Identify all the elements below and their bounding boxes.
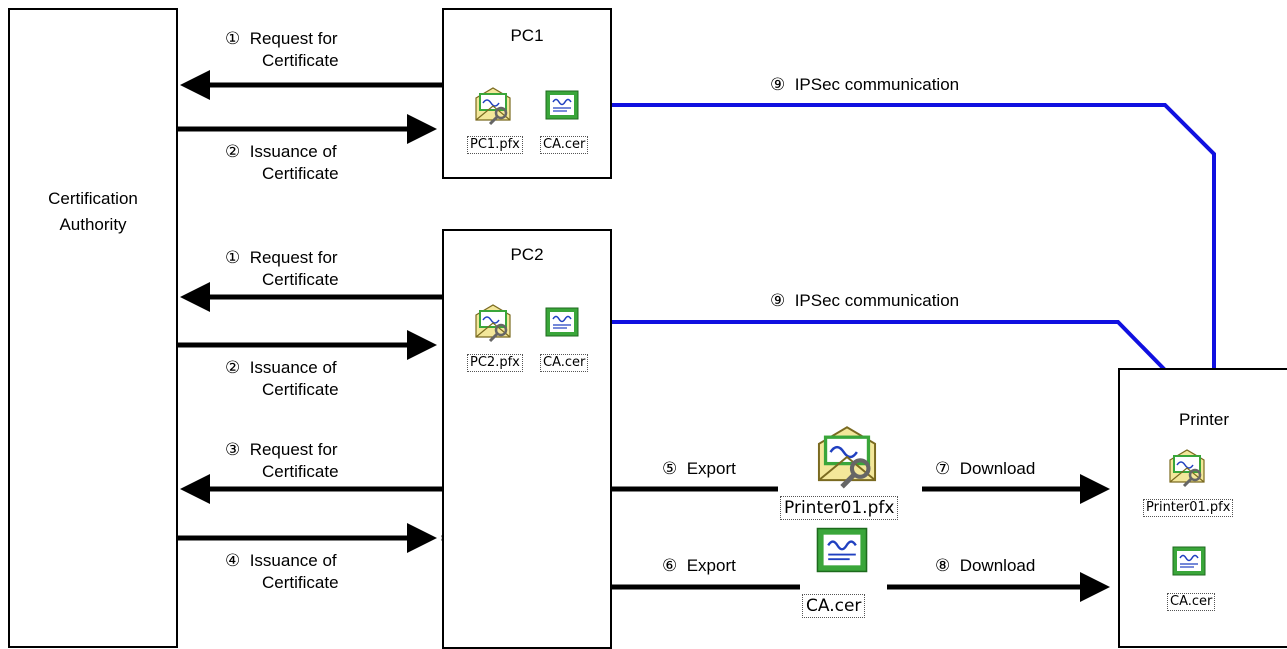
- step-label-export-cer: ⑥ Export: [662, 556, 736, 575]
- certificate-key-envelope-icon: [474, 303, 512, 348]
- step-label-pc1-request: ① Request for Certificate: [225, 29, 339, 70]
- printer-pfx-filename: Printer01.pfx: [1143, 499, 1234, 517]
- step-number: ①: [225, 29, 241, 48]
- step-number: ③: [225, 440, 241, 459]
- step-number: ⑨: [770, 75, 786, 94]
- step-number: ⑥: [662, 556, 678, 575]
- pc2-box: PC2: [442, 229, 612, 649]
- certificate-icon: [545, 90, 579, 125]
- step-label-download-cer: ⑧ Download: [935, 556, 1036, 575]
- export-cer-filename: CA.cer: [802, 594, 866, 618]
- certificate-icon: [1172, 546, 1206, 581]
- pc1-pfx-filename: PC1.pfx: [467, 136, 523, 154]
- step-number: ②: [225, 358, 241, 377]
- certificate-key-envelope-icon: [815, 424, 879, 495]
- certification-authority-box: Certification Authority: [8, 8, 178, 648]
- pc1-title: PC1: [510, 26, 544, 45]
- ipsec-line-pc2: [612, 320, 1167, 372]
- step-label-ipsec-pc2: ⑨ IPSec communication: [770, 291, 960, 310]
- certificate-key-envelope-icon: [474, 86, 512, 131]
- step-number: ⑧: [935, 556, 951, 575]
- step-label-pc2-request: ① Request for Certificate: [225, 248, 339, 289]
- certificate-icon: [815, 527, 869, 578]
- certificate-icon: [545, 307, 579, 342]
- step-number: ②: [225, 142, 241, 161]
- ca-title: Certification Authority: [48, 189, 138, 234]
- step-number: ①: [225, 248, 241, 267]
- pc1-cer-filename: CA.cer: [540, 136, 589, 154]
- certificate-key-envelope-icon: [1168, 448, 1206, 493]
- step-number: ⑦: [935, 459, 951, 478]
- step-label-printer-issuance: ④ Issuance of Certificate: [225, 551, 339, 592]
- step-label-download-pfx: ⑦ Download: [935, 459, 1036, 478]
- printer-title: Printer: [1178, 410, 1230, 429]
- step-label-export-pfx: ⑤ Export: [662, 459, 736, 478]
- step-label-ipsec-pc1: ⑨ IPSec communication: [770, 75, 960, 94]
- step-label-printer-request: ③ Request for Certificate: [225, 440, 339, 481]
- printer-cer-filename: CA.cer: [1167, 593, 1216, 611]
- step-label-pc2-issuance: ② Issuance of Certificate: [225, 358, 339, 399]
- step-number: ⑤: [662, 459, 678, 478]
- step-number: ④: [225, 551, 241, 570]
- connection-lines: [176, 70, 1216, 602]
- step-number: ⑨: [770, 291, 786, 310]
- pc2-title: PC2: [510, 245, 544, 264]
- step-label-pc1-issuance: ② Issuance of Certificate: [225, 142, 339, 183]
- pc2-pfx-filename: PC2.pfx: [467, 354, 523, 372]
- pc2-cer-filename: CA.cer: [540, 354, 589, 372]
- ipsec-line-pc1: [612, 103, 1216, 370]
- export-pfx-filename: Printer01.pfx: [780, 496, 899, 520]
